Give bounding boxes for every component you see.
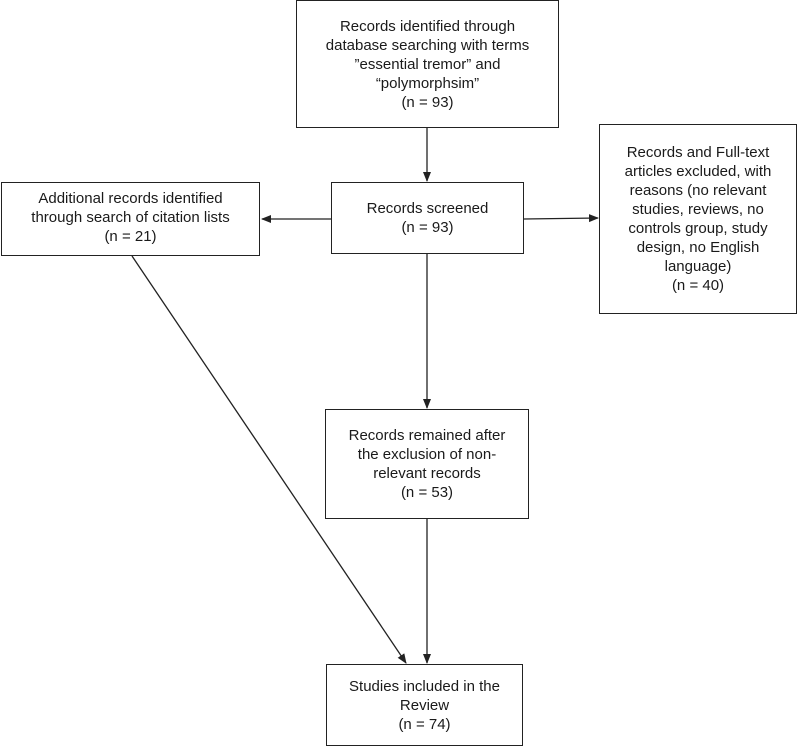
excluded-line-6: design, no English (636, 239, 760, 256)
identified-line-1: Records identified through (339, 17, 516, 35)
identified-line-3: ”essential tremor” and (354, 55, 501, 73)
records-excluded-box: Records and Full-text articles excluded,… (599, 124, 797, 314)
records-remained-box: Records remained after the exclusion of … (325, 409, 529, 519)
records-identified-box: Records identified through database sear… (296, 0, 559, 128)
excluded-count: (n = 40) (671, 277, 725, 294)
excluded-line-5: controls group, study (628, 220, 768, 237)
identified-line-2: database searching with terms (325, 36, 530, 54)
arrow-screened-to-excluded (523, 214, 599, 223)
excluded-line-3: reasons (no relevant (629, 182, 767, 199)
additional-line-1: Additional records identified (38, 190, 223, 207)
excluded-line-7: language) (664, 258, 732, 275)
excluded-line-4: studies, reviews, no (632, 201, 764, 218)
remained-line-3: relevant records (373, 465, 481, 482)
records-screened-box: Records screened (n = 93) (331, 182, 524, 254)
additional-count: (n = 21) (104, 228, 157, 245)
included-line-2: Review (399, 696, 450, 714)
arrow-additional-to-included (131, 255, 407, 664)
additional-records-box: Additional records identified through se… (1, 182, 260, 256)
identified-line-4: “polymorphsim” (375, 74, 480, 92)
remained-line-1: Records remained after (348, 427, 506, 444)
studies-included-box: Studies included in the Review (n = 74) (326, 664, 523, 746)
excluded-line-2: articles excluded, with (624, 163, 772, 180)
remained-count: (n = 53) (400, 484, 454, 501)
included-line-1: Studies included in the (349, 677, 500, 695)
screened-line-1: Records screened (366, 200, 489, 217)
identified-count: (n = 93) (401, 93, 454, 111)
screened-count: (n = 93) (401, 219, 454, 236)
included-count: (n = 74) (398, 715, 451, 733)
remained-line-2: the exclusion of non- (357, 446, 497, 463)
additional-line-2: through search of citation lists (31, 209, 230, 226)
excluded-line-1: Records and Full-text (626, 144, 770, 161)
